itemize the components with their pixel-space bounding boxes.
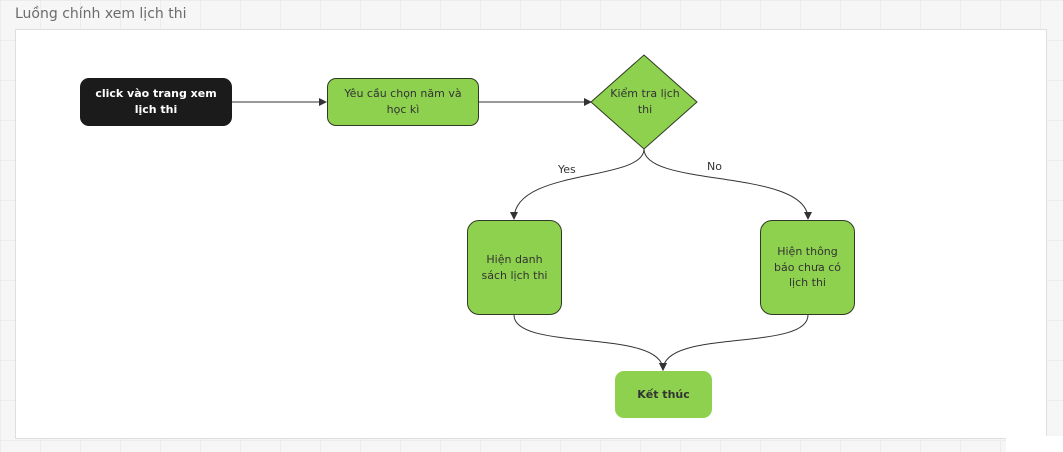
- check-decision-label: Kiểm tra lịch thi: [610, 87, 680, 116]
- connector-check-to-notify[interactable]: [643, 148, 812, 220]
- notify-none-node[interactable]: Hiện thông báo chưa có lịch thi: [760, 220, 855, 315]
- frame-title[interactable]: Luồng chính xem lịch thi: [15, 6, 187, 22]
- canvas-corner: [1006, 436, 1063, 452]
- decision-diamond-shape[interactable]: [590, 54, 698, 150]
- end-node[interactable]: Kết thúc: [615, 371, 712, 418]
- start-node[interactable]: click vào trang xem lịch thi: [80, 78, 232, 126]
- connector-check-to-list[interactable]: [510, 148, 645, 220]
- connector-notify-to-end[interactable]: [659, 314, 809, 371]
- ask-year-term-node[interactable]: Yêu cầu chọn năm và học kì: [327, 78, 479, 126]
- show-list-node[interactable]: Hiện danh sách lịch thi: [467, 220, 562, 315]
- no-edge-label: No: [705, 160, 724, 173]
- yes-edge-label: Yes: [556, 163, 578, 176]
- connector-list-to-end[interactable]: [513, 314, 667, 371]
